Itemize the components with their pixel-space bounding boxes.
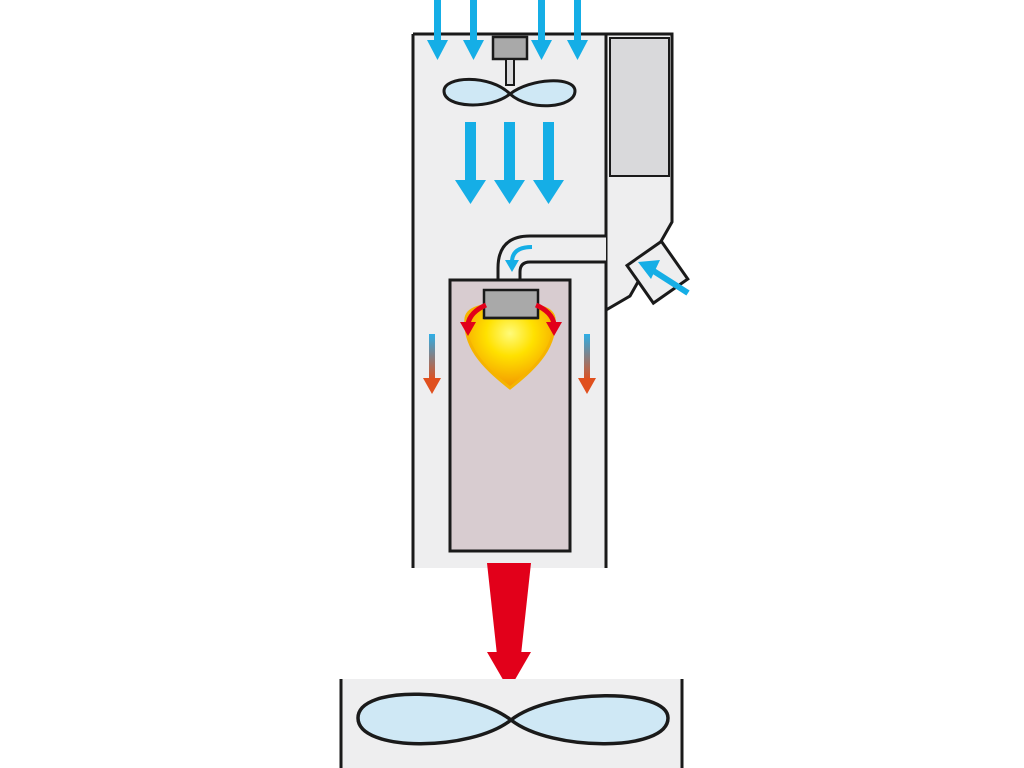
- combustion-swirl-arrows: [460, 302, 562, 336]
- intake-fan-icon: [442, 35, 577, 108]
- fan-blades: [442, 77, 577, 108]
- pipe-air-arrow-head: [505, 260, 519, 272]
- downflow-arrow: [494, 122, 525, 204]
- downflow-arrow: [533, 122, 564, 204]
- fan-shaft: [505, 58, 515, 86]
- exhaust-fan-icon: [339, 679, 684, 768]
- heating-air-arrows: [423, 334, 596, 394]
- downflow-arrow: [455, 122, 486, 204]
- side-control-box: [604, 32, 674, 313]
- pipe-air-arrow: [510, 245, 533, 263]
- hot-air-output-arrow: [487, 563, 531, 690]
- intake-air-arrows: [427, 0, 588, 60]
- heating-arrow-right: [578, 334, 596, 394]
- intake-arrow: [567, 0, 588, 60]
- intake-arrow: [463, 0, 484, 60]
- fan-motor: [491, 35, 529, 61]
- inlet-air-arrow-head: [638, 260, 660, 279]
- air-inlet-icon: [624, 239, 690, 306]
- intake-arrow: [531, 0, 552, 60]
- burner-icon: [482, 288, 540, 320]
- exhaust-fan-blades: [356, 692, 670, 746]
- intake-arrow: [427, 0, 448, 60]
- heating-arrow-left: [423, 334, 441, 394]
- inlet-air-arrow-shaft: [650, 267, 690, 296]
- downflow-air-arrows: [455, 122, 564, 204]
